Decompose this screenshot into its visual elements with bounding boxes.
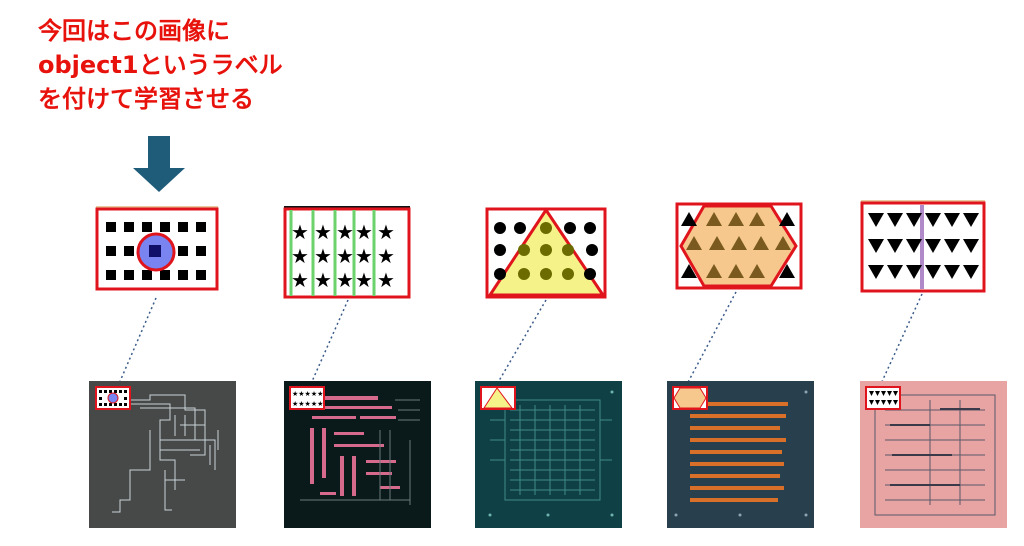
svg-text:★: ★	[291, 244, 309, 268]
down-arrow-icon	[133, 136, 185, 192]
sample-pattern-down-triangle-grid	[860, 200, 986, 293]
heading-line-1: 今回はこの画像に	[38, 17, 230, 45]
svg-text:★: ★	[355, 268, 373, 292]
svg-text:★: ★	[336, 244, 354, 268]
up-triangle-marks	[681, 212, 795, 278]
svg-text:★: ★	[314, 220, 332, 244]
svg-text:★: ★	[291, 220, 309, 244]
board-traces	[690, 402, 788, 502]
down-triangle-marks	[868, 213, 979, 279]
svg-text:★: ★	[355, 244, 373, 268]
connector-lines	[117, 291, 923, 387]
annotation-bars	[289, 210, 376, 296]
svg-text:★: ★	[336, 268, 354, 292]
pattern-frame	[283, 207, 411, 299]
svg-text:★: ★	[377, 268, 395, 292]
board-1	[89, 381, 236, 528]
sample-pattern-circle-grid	[485, 207, 607, 299]
annotated-square	[149, 245, 161, 257]
svg-text:★★★★★: ★★★★★	[292, 400, 323, 408]
board-inset	[865, 386, 901, 410]
svg-text:★: ★	[291, 268, 309, 292]
board-4	[667, 381, 814, 528]
svg-text:★: ★	[377, 244, 395, 268]
board-3	[475, 381, 622, 528]
board-5	[860, 381, 1007, 528]
svg-text:★★★★★: ★★★★★	[292, 390, 323, 398]
heading-line-3: を付けて学習させる	[38, 85, 254, 113]
svg-text:★: ★	[377, 220, 395, 244]
board-traces	[112, 394, 219, 513]
svg-text:★: ★	[314, 244, 332, 268]
square-marks	[106, 222, 206, 280]
svg-text:★: ★	[314, 268, 332, 292]
star-marks: ★★★★★ ★★★★★ ★★★★★	[291, 220, 395, 292]
board-traces	[310, 396, 400, 496]
board-inset	[289, 386, 325, 410]
heading-line-2: object1というラベル	[38, 51, 283, 79]
sample-pattern-square-grid	[95, 206, 219, 291]
board-2: ★★★★★ ★★★★★	[284, 381, 431, 528]
sample-pattern-up-triangle-grid	[675, 202, 803, 290]
sample-pattern-star-grid: ★★★★★ ★★★★★ ★★★★★	[283, 206, 411, 299]
svg-text:★: ★	[336, 220, 354, 244]
board-traces	[490, 399, 612, 501]
circle-marks	[494, 222, 598, 280]
heading: 今回はこの画像に object1というラベル を付けて学習させる	[38, 14, 283, 116]
svg-text:★: ★	[355, 220, 373, 244]
